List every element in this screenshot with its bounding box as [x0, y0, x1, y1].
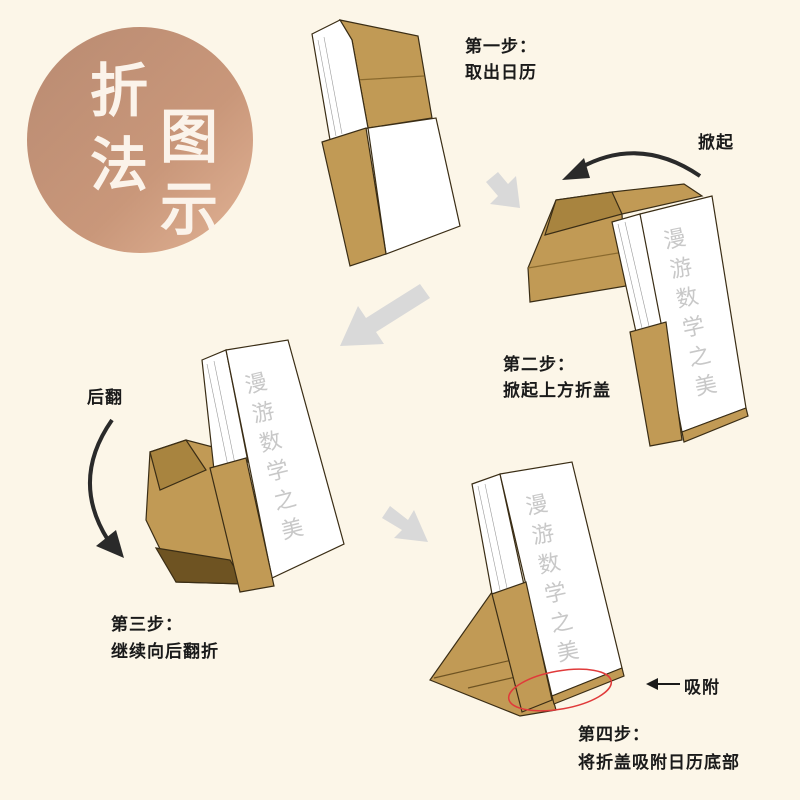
step1-calendar [311, 19, 461, 267]
step1-heading: 第一步： [465, 37, 537, 57]
title-char-2: 法 [90, 131, 149, 199]
step1-text: 取出日历 [465, 63, 537, 83]
step4-calendar [429, 461, 625, 717]
attach-arrow-icon [646, 678, 680, 690]
title-char-4: 示 [160, 175, 219, 243]
arrow-step2-to-step3-icon [340, 284, 430, 346]
lift-curved-arrow-icon [579, 151, 702, 178]
step3-heading: 第三步： [111, 615, 183, 635]
lift-label: 掀起 [698, 133, 734, 153]
step4-heading: 第四步： [578, 725, 650, 745]
step4-text: 将折盖吸附日历底部 [578, 753, 740, 773]
step2-calendar [527, 183, 749, 447]
arrow-step1-to-step2-icon [486, 172, 520, 208]
attach-label: 吸附 [684, 678, 720, 698]
title-badge [27, 27, 253, 253]
attach-highlight-ellipse [507, 668, 613, 712]
title-char-1: 折 [90, 57, 149, 125]
title-char-3: 图 [160, 103, 219, 171]
flip-back-curved-arrow-icon [88, 418, 114, 542]
step2-heading: 第二步： [503, 355, 575, 375]
step3-text: 继续向后翻折 [111, 642, 219, 662]
step3-calendar [145, 339, 345, 593]
flip-back-label: 后翻 [87, 388, 123, 408]
step2-text: 掀起上方折盖 [503, 381, 611, 401]
arrow-step3-to-step4-icon [382, 506, 428, 542]
